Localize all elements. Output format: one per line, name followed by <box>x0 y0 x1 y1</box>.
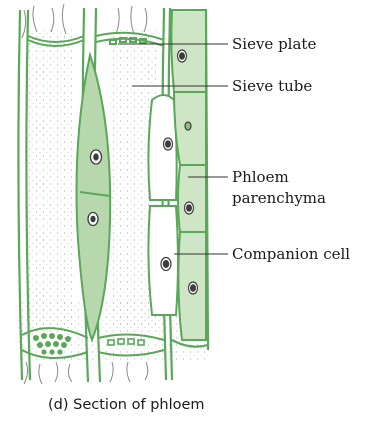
companion-cells-right <box>148 95 178 315</box>
label-companion-cell: Companion cell <box>232 245 350 264</box>
label-phloem-parenchyma-line2: parenchyma <box>232 189 326 208</box>
label-phloem-parenchyma-line1: Phloem <box>232 168 289 187</box>
left-companion-cell <box>77 55 111 340</box>
bottom-strands <box>24 362 148 384</box>
figure-caption: (d) Section of phloem <box>48 397 205 413</box>
label-sieve-tube: Sieve tube <box>232 77 312 96</box>
label-sieve-plate: Sieve plate <box>232 35 316 54</box>
